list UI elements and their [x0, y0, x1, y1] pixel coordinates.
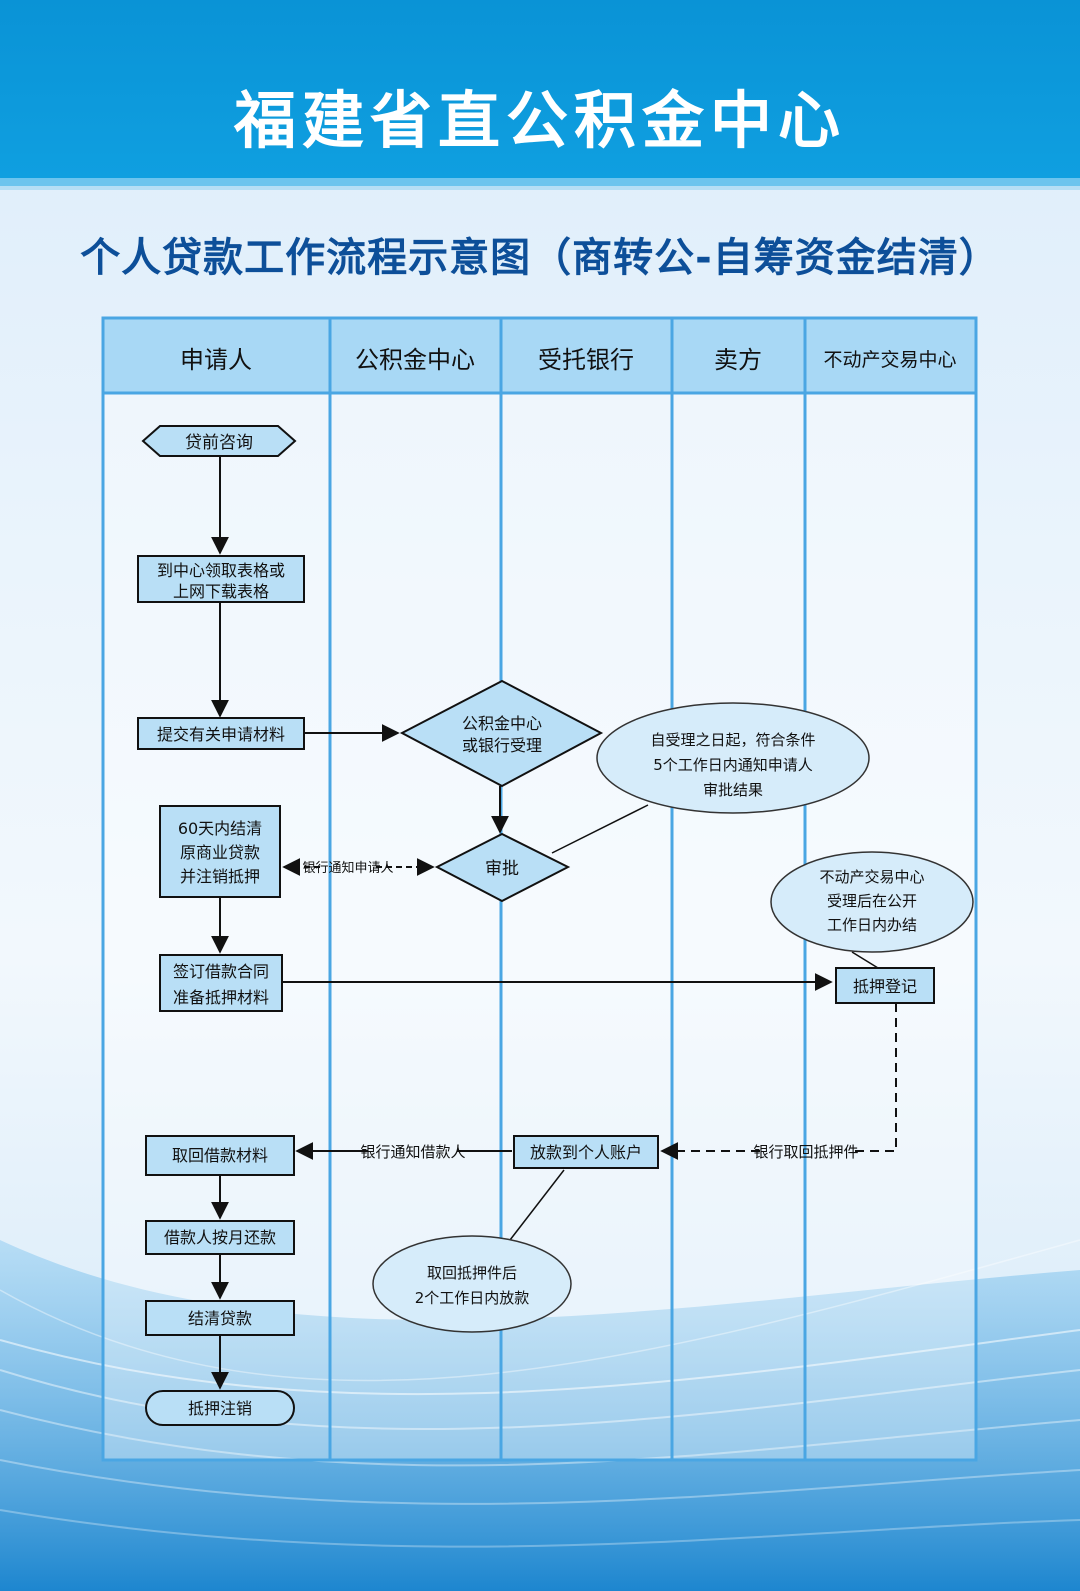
- node-label-line1: 到中心领取表格或: [157, 561, 285, 580]
- note-line1: 自受理之日起，符合条件: [650, 731, 815, 749]
- node-label: 取回借款材料: [172, 1146, 268, 1165]
- node-submit-materials: 提交有关申请材料: [137, 717, 305, 750]
- node-retrieve-materials: 取回借款材料: [145, 1135, 295, 1176]
- note-line3: 工作日内办结: [827, 916, 917, 934]
- note-line1: 取回抵押件后: [427, 1264, 517, 1282]
- header-stripe-light: [0, 186, 1080, 190]
- node-sign-contract: 签订借款合同 准备抵押材料: [159, 954, 283, 1012]
- node-mortgage-cancellation: 抵押注销: [145, 1390, 295, 1426]
- note-line2: 2个工作日内放款: [415, 1289, 530, 1307]
- node-label-line1: 60天内结清: [178, 819, 262, 838]
- header-stripe: [0, 178, 1080, 186]
- flow-edges: [211, 454, 897, 1390]
- node-label: 抵押登记: [853, 977, 917, 996]
- edge-label-bank-notify-applicant: 银行通知申请人: [302, 860, 393, 876]
- edge-label-bank-get-mortgage: 银行取回抵押件: [753, 1143, 858, 1161]
- note-line2: 受理后在公开: [827, 892, 917, 910]
- note-line2: 5个工作日内通知申请人: [653, 756, 813, 774]
- lane-header-bank: 受托银行: [538, 346, 634, 374]
- note-release-time: 取回抵押件后 2个工作日内放款: [372, 1235, 572, 1333]
- node-label: 结清贷款: [188, 1309, 252, 1328]
- node-mortgage-registration: 抵押登记: [835, 967, 935, 1004]
- node-label-line2: 原商业贷款: [180, 843, 260, 862]
- node-label: 放款到个人账户: [530, 1143, 642, 1162]
- note-line3: 审批结果: [703, 781, 763, 799]
- node-label-line3: 并注销抵押: [180, 867, 260, 886]
- note-approval-time: 自受理之日起，符合条件 5个工作日内通知申请人 审批结果: [596, 702, 870, 814]
- node-accept-decision: 公积金中心 或银行受理: [399, 679, 604, 788]
- node-label: 抵押注销: [188, 1399, 252, 1418]
- node-label-line2: 准备抵押材料: [173, 988, 269, 1007]
- lane-header-seller: 卖方: [714, 346, 762, 374]
- node-label: 提交有关申请材料: [157, 725, 285, 744]
- node-label-line1: 签订借款合同: [173, 962, 269, 981]
- lane-header-registry: 不动产交易中心: [823, 349, 956, 371]
- header-banner: [0, 0, 1080, 178]
- node-label: 贷前咨询: [185, 433, 253, 453]
- node-settle-commercial-loan: 60天内结清 原商业贷款 并注销抵押: [159, 805, 281, 898]
- page-title: 福建省直公积金中心: [233, 84, 846, 157]
- node-label: 审批: [485, 859, 519, 879]
- diagram-subtitle: 个人贷款工作流程示意图（商转公-自筹资金结清）: [80, 235, 1000, 281]
- lane-header-fund-center: 公积金中心: [355, 346, 475, 374]
- node-get-forms: 到中心领取表格或 上网下载表格: [137, 555, 305, 603]
- node-approval-decision: 审批: [434, 832, 571, 903]
- node-monthly-repayment: 借款人按月还款: [145, 1220, 295, 1255]
- edge-label-bank-notify-borrower: 银行通知借款人: [360, 1143, 465, 1161]
- node-pre-loan-consult: 贷前咨询: [141, 425, 297, 457]
- node-loan-release: 放款到个人账户: [513, 1135, 659, 1169]
- node-label-line2: 或银行受理: [462, 736, 542, 755]
- node-label-line2: 上网下载表格: [173, 582, 269, 601]
- node-settle-loan: 结清贷款: [145, 1300, 295, 1336]
- node-label: 借款人按月还款: [164, 1228, 276, 1247]
- lane-header-applicant: 申请人: [180, 346, 252, 374]
- note-line1: 不动产交易中心: [819, 868, 924, 886]
- note-registry-time: 不动产交易中心 受理后在公开 工作日内办结: [770, 851, 974, 953]
- node-label-line1: 公积金中心: [462, 714, 542, 733]
